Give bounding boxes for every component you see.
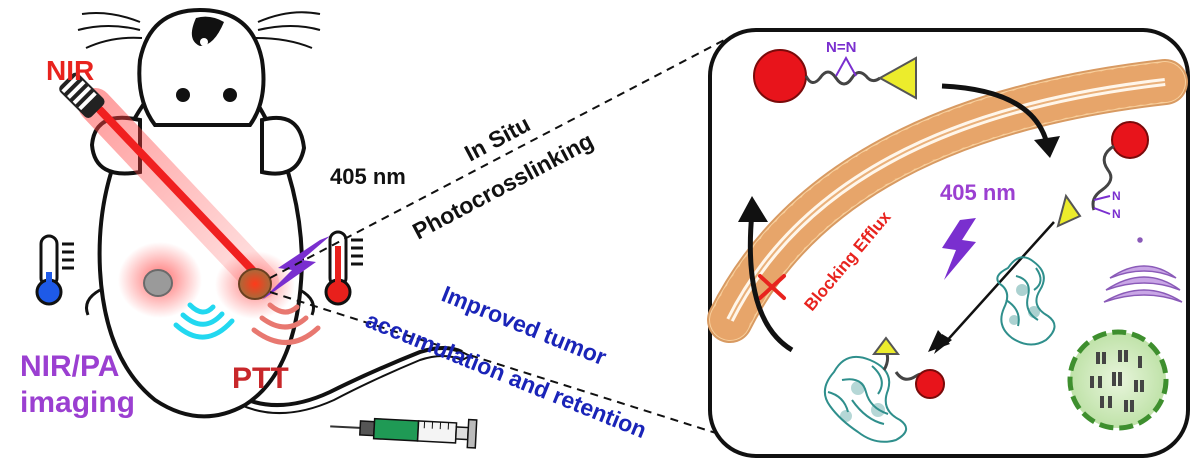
nucleus-icon [1067,329,1169,431]
wavelength-label-left: 405 nm [330,164,406,189]
protein-icon [996,256,1056,346]
mouse-icon [77,7,473,419]
golgi-icon [1103,237,1183,303]
block-icon [758,274,786,300]
diazirine-label: N=N [826,39,856,56]
probe-intracellular [1056,121,1149,228]
lightning-icon [262,236,330,300]
nir-label: NIR [46,55,94,86]
nir-pa-label: NIR/PA [20,350,119,383]
ptt-heat-icon [251,302,321,345]
ptt-label: PTT [232,362,289,395]
syringe-icon [330,417,478,449]
n-bottom-label: N [1112,207,1121,221]
membrane-entry-arrow [941,83,1049,141]
thermometer-cold-icon [35,234,74,306]
laser-beam [96,106,262,280]
imaging-label: imaging [20,386,135,419]
pa-signal-icon [173,302,235,340]
zoom-connector [269,37,739,441]
cell-membrane [707,59,1188,343]
efflux-arrow [747,211,794,353]
wavelength-label-right: 405 nm [940,180,1016,205]
thermometer-hot-icon [324,230,363,306]
probe-molecule [753,49,917,103]
lightning-icon-right [942,218,976,280]
imaging-spot [143,269,173,297]
crosslinked-complex [823,336,945,443]
tumor-icon [238,268,272,300]
laser-icon [59,72,105,118]
n-top-label: N [1112,189,1121,203]
